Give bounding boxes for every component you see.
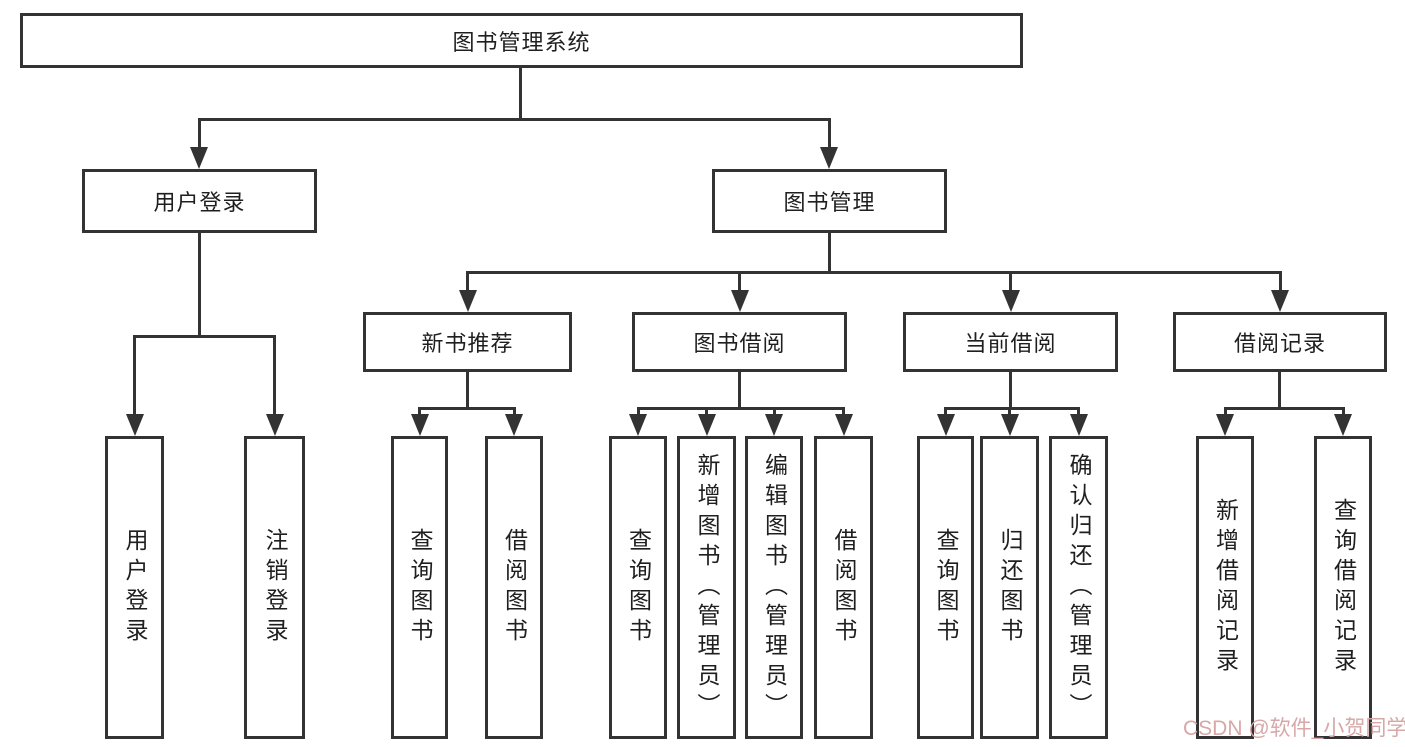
node-label: 查询借阅记录 (1330, 497, 1357, 678)
connector-line (1342, 407, 1345, 418)
node-label: 借阅图书 (501, 527, 528, 648)
arrow-down-icon (1070, 414, 1088, 436)
arrow-down-icon (835, 414, 853, 436)
node-current-borrowing: 当前借阅 (903, 312, 1118, 372)
connector-line (828, 233, 831, 271)
connector-line (519, 68, 522, 118)
connector-line (842, 407, 845, 418)
arrow-down-icon (1271, 290, 1289, 312)
leaf-return-books: 归还图书 (980, 436, 1039, 739)
leaf-query-books-current: 查询图书 (917, 436, 974, 739)
node-label: 新增图书（管理员） (694, 452, 720, 723)
connector-line (944, 407, 947, 418)
leaf-user-login: 用户登录 (105, 436, 164, 739)
node-label: 归还图书 (997, 527, 1023, 648)
connector-line (466, 271, 469, 293)
arrow-down-icon (820, 147, 838, 169)
connector-line (418, 407, 516, 410)
node-book-management: 图书管理 (712, 169, 947, 233)
node-label: 图书管理 (783, 190, 876, 215)
arrow-down-icon (411, 414, 429, 436)
node-label: 图书管理系统 (452, 29, 591, 55)
connector-line (133, 335, 136, 416)
leaf-confirm-return-admin: 确认归还（管理员） (1049, 436, 1108, 739)
connector-line (198, 118, 831, 121)
connector-line (466, 271, 1282, 274)
node-label: 查询图书 (933, 527, 959, 648)
node-label: 新书推荐 (421, 331, 514, 356)
leaf-add-books-admin: 新增图书（管理员） (677, 436, 736, 739)
arrow-down-icon (459, 290, 477, 312)
connector-line (773, 407, 776, 418)
arrow-down-icon (1002, 290, 1020, 312)
arrow-down-icon (1001, 414, 1019, 436)
node-label: 用户登录 (153, 190, 246, 215)
leaf-edit-books-admin: 编辑图书（管理员） (745, 436, 803, 739)
connector-line (273, 335, 276, 416)
connector-line (738, 271, 741, 293)
node-library-management-system: 图书管理系统 (20, 13, 1023, 68)
arrow-down-icon (266, 414, 284, 436)
connector-line (1278, 372, 1281, 407)
node-borrowing-records: 借阅记录 (1173, 312, 1387, 372)
csdn-watermark: CSDN @软件_小贺同学 (1183, 717, 1405, 740)
node-label: 用户登录 (122, 527, 148, 648)
node-label: 注销登录 (262, 527, 288, 648)
node-label: 新增借阅记录 (1212, 497, 1239, 678)
arrow-down-icon (629, 414, 647, 436)
leaf-borrow-books-borrowing: 借阅图书 (814, 436, 873, 739)
arrow-down-icon (765, 414, 783, 436)
arrow-down-icon (126, 414, 144, 436)
connector-line (513, 407, 516, 418)
connector-line (1224, 407, 1345, 410)
connector-line (466, 372, 469, 407)
node-label: 借阅图书 (831, 527, 857, 648)
node-label: 查询图书 (625, 527, 652, 648)
node-label: 确认归还（管理员） (1066, 452, 1092, 723)
connector-line (1224, 407, 1227, 418)
connector-line (1008, 407, 1011, 418)
connector-line (637, 407, 845, 410)
arrow-down-icon (1216, 414, 1234, 436)
connector-line (1009, 271, 1012, 293)
leaf-query-books-borrowing: 查询图书 (609, 436, 667, 739)
connector-line (705, 407, 708, 418)
node-label: 查询图书 (407, 527, 433, 648)
connector-line (1279, 271, 1282, 293)
connector-line (944, 407, 1080, 410)
connector-line (1077, 407, 1080, 418)
connector-line (418, 407, 421, 418)
connector-line (198, 233, 201, 335)
node-book-borrowing: 图书借阅 (632, 312, 847, 372)
connector-line (738, 372, 741, 407)
leaf-query-borrow-record: 查询借阅记录 (1314, 436, 1372, 739)
leaf-query-books-recommendation: 查询图书 (391, 436, 448, 739)
arrow-down-icon (1334, 414, 1352, 436)
node-new-book-recommendation: 新书推荐 (363, 312, 572, 372)
arrow-down-icon (698, 414, 716, 436)
node-label: 借阅记录 (1233, 331, 1326, 356)
leaf-borrow-books-recommendation: 借阅图书 (485, 436, 543, 739)
node-label: 当前借阅 (964, 331, 1057, 356)
connector-line (637, 407, 640, 418)
connector-line (1009, 372, 1012, 407)
connector-line (828, 118, 831, 148)
arrow-down-icon (190, 147, 208, 169)
arrow-down-icon (937, 414, 955, 436)
arrow-down-icon (505, 414, 523, 436)
node-user-login: 用户登录 (82, 169, 317, 233)
leaf-logout: 注销登录 (244, 436, 305, 739)
arrow-down-icon (731, 290, 749, 312)
node-label: 编辑图书（管理员） (761, 452, 788, 723)
leaf-add-borrow-record: 新增借阅记录 (1196, 436, 1254, 739)
connector-line (198, 118, 201, 148)
connector-line (133, 335, 276, 338)
node-label: 图书借阅 (693, 331, 786, 356)
